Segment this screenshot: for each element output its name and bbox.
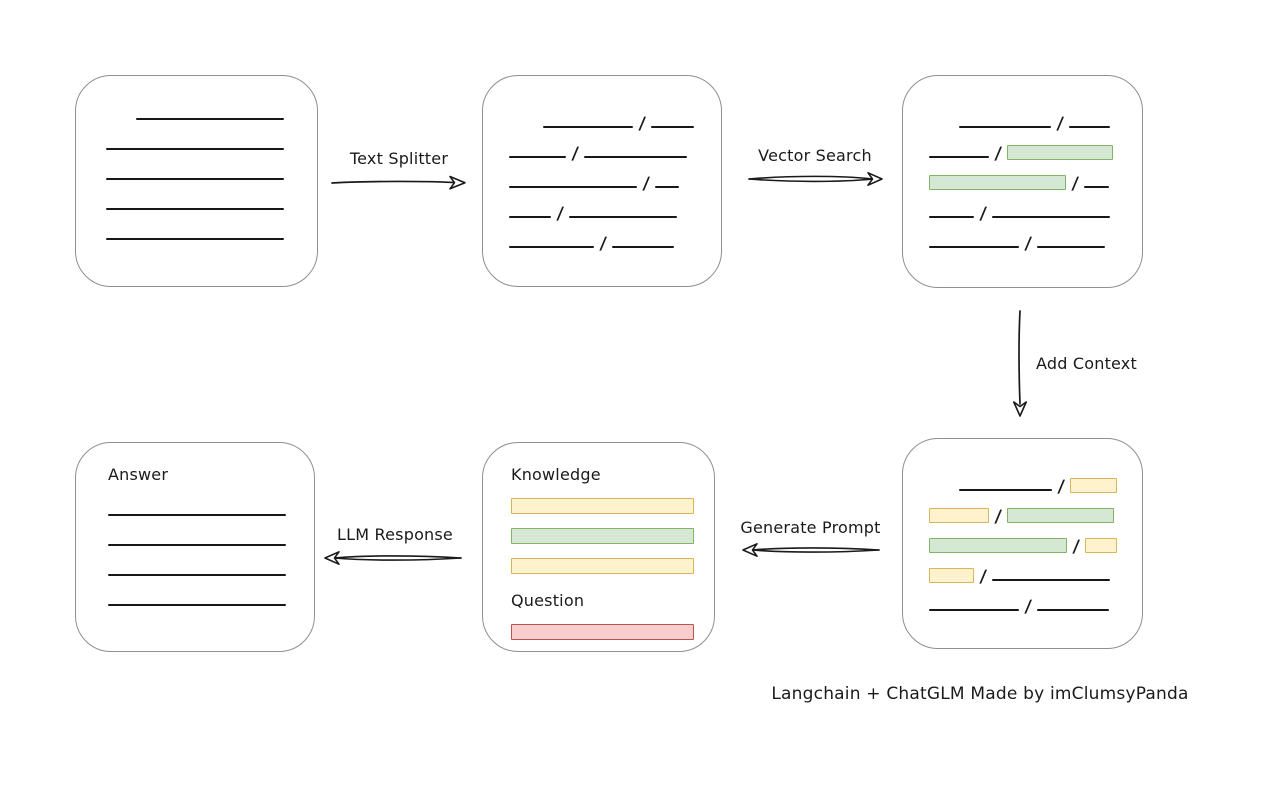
text-line	[929, 609, 1019, 611]
text-line-row	[108, 578, 314, 608]
text-line	[929, 156, 989, 158]
slash-separator: /	[599, 234, 608, 254]
text-line-row	[106, 212, 287, 242]
text-splitter-arrow	[331, 175, 466, 190]
text-line	[106, 148, 284, 150]
text-line	[651, 126, 695, 128]
green-chunk-highlight	[1007, 508, 1115, 523]
text-line-row	[106, 92, 287, 122]
chunk-row: /	[929, 100, 1120, 134]
add-context-arrow	[1013, 310, 1027, 417]
document-lines	[76, 76, 317, 242]
text-line-row	[108, 548, 314, 578]
answer-lines	[108, 484, 314, 608]
text-line	[509, 216, 551, 218]
chunk-row: /	[929, 553, 1120, 587]
chunk-row: /	[509, 130, 699, 164]
text-line	[1084, 186, 1110, 188]
knowledge-bars	[511, 498, 714, 574]
text-line	[929, 216, 974, 218]
yellow-prompt-bar	[511, 498, 694, 514]
chunk-row: /	[929, 220, 1120, 254]
text-line	[929, 246, 1019, 248]
text-line	[992, 216, 1111, 218]
text-line-row	[108, 488, 314, 518]
text-line	[569, 216, 678, 218]
text-line	[959, 489, 1052, 491]
text-line	[108, 514, 286, 516]
yellow-chunk-highlight	[1070, 478, 1118, 493]
text-line	[106, 238, 284, 240]
add-context-label: Add Context	[1036, 354, 1137, 373]
split-chunk-rows: /////	[483, 76, 721, 254]
text-line	[1037, 609, 1110, 611]
text-line-row	[106, 182, 287, 212]
text-line	[543, 126, 633, 128]
chunk-row: /	[929, 190, 1120, 224]
red-prompt-bar	[511, 624, 694, 640]
prompt-node: Knowledge Question	[482, 442, 715, 652]
text-line	[1069, 126, 1111, 128]
answer-node: Answer	[75, 442, 315, 652]
yellow-chunk-highlight	[1085, 538, 1118, 553]
green-chunk-highlight	[929, 538, 1067, 553]
split-chunks-node: /////	[482, 75, 722, 287]
generate-prompt-label: Generate Prompt	[740, 518, 881, 537]
vector-search-arrow	[748, 172, 883, 186]
text-line	[612, 246, 675, 248]
text-line	[959, 126, 1051, 128]
slash-separator: /	[1024, 597, 1033, 617]
chunk-row: /	[929, 463, 1120, 497]
text-line	[992, 579, 1111, 581]
text-splitter-label: Text Splitter	[349, 149, 449, 168]
context-chunks-node: /////	[902, 438, 1143, 649]
yellow-chunk-highlight	[929, 508, 989, 523]
text-line	[106, 178, 284, 180]
llm-response-arrow	[324, 551, 462, 565]
text-line	[108, 604, 286, 606]
text-line-row	[106, 152, 287, 182]
vector-search-label: Vector Search	[758, 146, 872, 165]
knowledge-label: Knowledge	[511, 465, 601, 484]
green-chunk-highlight	[1007, 145, 1114, 160]
llm-response-label: LLM Response	[337, 525, 453, 544]
text-line	[108, 544, 286, 546]
yellow-prompt-bar	[511, 558, 694, 574]
text-line-row	[106, 122, 287, 152]
chunk-row: /	[929, 583, 1120, 617]
generate-prompt-arrow	[742, 543, 880, 557]
text-line	[509, 186, 637, 188]
source-document-node	[75, 75, 318, 287]
yellow-chunk-highlight	[929, 568, 974, 583]
chunk-row: /	[509, 190, 699, 224]
text-line-row	[108, 518, 314, 548]
chunk-row: /	[509, 220, 699, 254]
text-line	[509, 246, 594, 248]
vector-matches-node: /////	[902, 75, 1143, 288]
chunk-row: /	[509, 100, 699, 134]
green-chunk-highlight	[929, 175, 1066, 190]
vector-match-rows: /////	[903, 76, 1142, 254]
text-line	[1037, 246, 1106, 248]
chunk-row: /	[929, 130, 1120, 164]
context-chunk-rows: /////	[903, 439, 1142, 617]
question-label: Question	[511, 591, 585, 610]
text-line	[136, 118, 284, 120]
text-line	[108, 574, 286, 576]
chunk-row: /	[509, 160, 699, 194]
answer-label: Answer	[108, 465, 169, 484]
text-line	[584, 156, 688, 158]
diagram-caption: Langchain + ChatGLM Made by imClumsyPand…	[771, 684, 1189, 704]
chunk-row: /	[929, 493, 1120, 527]
question-bars	[511, 624, 714, 640]
text-line	[106, 208, 284, 210]
chunk-row: /	[929, 523, 1120, 557]
text-line	[655, 186, 680, 188]
slash-separator: /	[1024, 234, 1033, 254]
chunk-row: /	[929, 160, 1120, 194]
text-line	[509, 156, 566, 158]
green-prompt-bar	[511, 528, 694, 544]
